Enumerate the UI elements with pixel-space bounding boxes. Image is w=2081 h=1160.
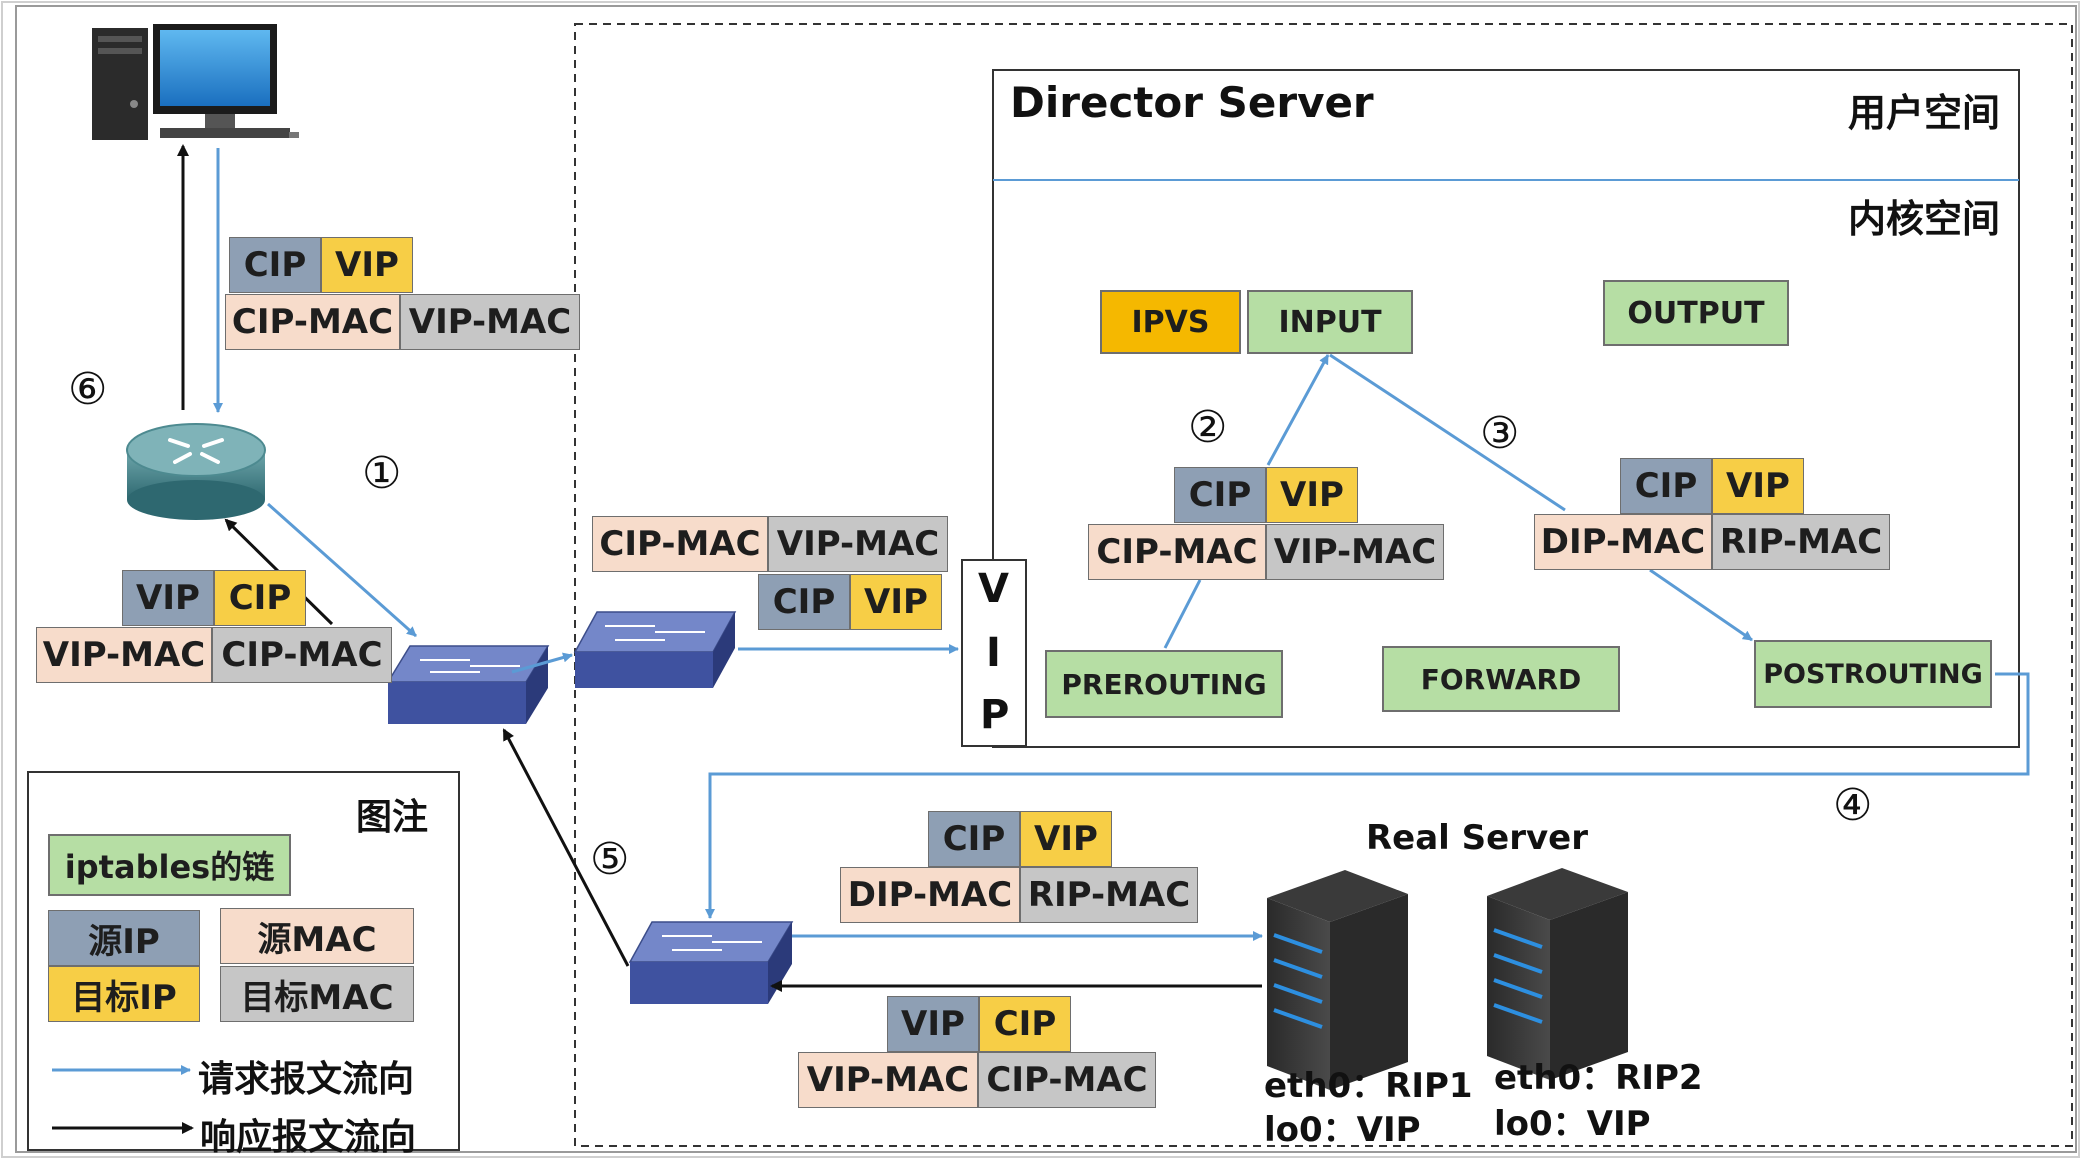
chain-forward: FORWARD [1382,646,1620,712]
request-arrow-6 [1266,354,1330,466]
chain-output: OUTPUT [1603,280,1789,346]
packet-rsreq-dst-ip: VIP [1020,811,1112,867]
packet-mid-src-mac: CIP-MAC [592,516,768,572]
packet-rsreq-src-ip: CIP [928,811,1020,867]
packet-post-src-mac: DIP-MAC [1534,514,1712,570]
switch-icon [573,611,737,688]
user-space-label: 用户空间 [1848,91,2001,135]
legend-chain-swatch: iptables的链 [48,834,291,896]
step-4: ④ [1833,780,1873,831]
step-1: ① [362,448,402,499]
kernel-space-label: 内核空间 [1848,197,2001,241]
ipvs-module: IPVS [1100,290,1241,354]
chain-input: INPUT [1247,290,1413,354]
packet-rsreq-dst-mac: RIP-MAC [1020,867,1198,923]
request-arrow-9 [705,672,2030,919]
packet-post-dst-mac: RIP-MAC [1712,514,1890,570]
vip-letter-v: V [978,566,1009,612]
step-2: ② [1188,402,1228,453]
vip-letter-p: P [980,692,1010,738]
rs1-lo0-label: lo0：VIP [1264,1110,1421,1150]
packet-rsreq-src-mac: DIP-MAC [840,867,1020,923]
director-server-box [992,69,2020,748]
arrows [52,144,2030,1134]
packet-top-src-mac: CIP-MAC [225,294,400,350]
step-3: ③ [1480,408,1520,459]
legend-dst-mac: 目标MAC [220,966,414,1022]
chain-postrouting: POSTROUTING [1754,640,1992,708]
legend-response-label: 响应报文流向 [200,1117,417,1158]
packet-top-dst-ip: VIP [321,237,413,293]
packet-left-dst-ip: CIP [214,570,306,626]
packet-post-src-ip: CIP [1620,458,1712,514]
request-arrow-2 [267,502,417,638]
lan-dashed-region [574,23,2073,1147]
packet-pre-src-ip: CIP [1174,467,1266,523]
packet-left-src-ip: VIP [122,570,214,626]
packet-rsresp-dst-mac: CIP-MAC [978,1052,1156,1108]
computer-icon [92,24,299,140]
router-icon [126,423,266,520]
real-server-title: Real Server [1366,818,1588,858]
inner-border [15,5,2077,1153]
request-arrow-7 [1329,353,1566,512]
packet-top-src-ip: CIP [229,237,321,293]
packet-left-dst-mac: CIP-MAC [212,627,392,683]
vip-interface-box [961,559,1027,747]
chain-prerouting: PREROUTING [1045,650,1283,718]
packet-rsresp-dst-ip: CIP [979,996,1071,1052]
rs2-eth0-label: eth0：RIP2 [1494,1058,1703,1098]
legend-src-ip: 源IP [48,910,200,966]
legend-request-label: 请求报文流向 [198,1059,415,1100]
request-arrow-8 [1649,568,1753,642]
packet-top-dst-mac: VIP-MAC [400,294,580,350]
packet-left-src-mac: VIP-MAC [36,627,212,683]
request-arrow-5 [1163,579,1202,649]
legend-title: 图注 [356,797,429,838]
step-5: ⑤ [590,834,630,885]
packet-rsresp-src-mac: VIP-MAC [798,1052,978,1108]
switch-icon [386,645,550,724]
legend-dst-ip: 目标IP [48,966,200,1022]
legend-src-mac: 源MAC [220,908,414,964]
rs2-lo0-label: lo0：VIP [1494,1104,1651,1144]
packet-rsresp-src-ip: VIP [887,996,979,1052]
packet-mid-dst-mac: VIP-MAC [768,516,948,572]
packet-mid-src-ip: CIP [758,574,850,630]
server-icon [1267,870,1408,1090]
switch-icon [628,921,794,1004]
packet-pre-src-mac: CIP-MAC [1088,524,1266,580]
packet-post-dst-ip: VIP [1712,458,1804,514]
server-icon [1487,868,1628,1080]
packet-mid-dst-ip: VIP [850,574,942,630]
request-arrow-3 [511,652,573,674]
vip-letter-i: I [986,630,1001,676]
response-arrow-2 [502,728,630,967]
packet-pre-dst-ip: VIP [1266,467,1358,523]
step-6: ⑥ [68,364,108,415]
director-server-title: Director Server [1010,78,1374,127]
packet-pre-dst-mac: VIP-MAC [1266,524,1444,580]
rs1-eth0-label: eth0：RIP1 [1264,1066,1473,1106]
